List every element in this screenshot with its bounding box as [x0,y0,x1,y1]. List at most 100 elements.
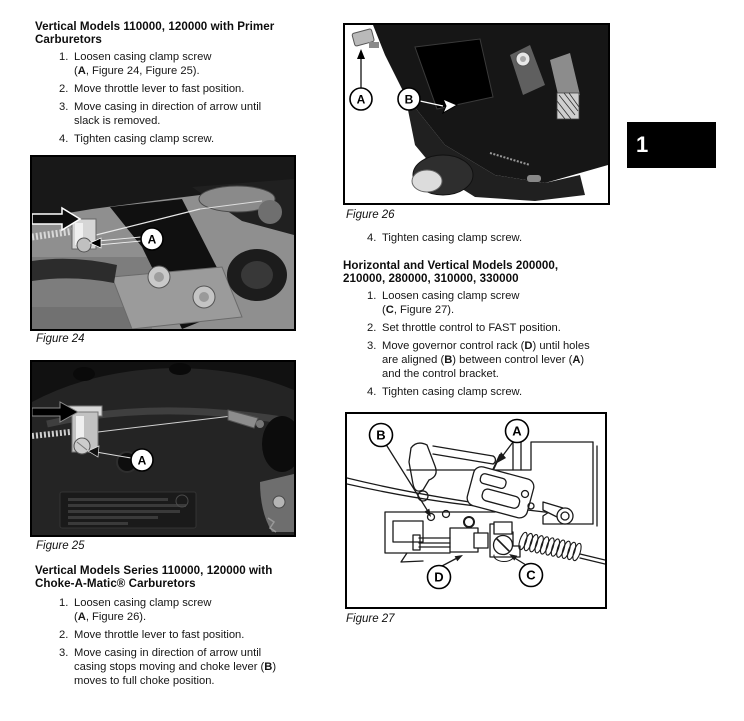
choke-lever-arrow-icon [441,98,459,115]
muffler-end [411,169,443,193]
list-item-number: 4. [367,232,377,244]
list-item-number: 3. [59,647,69,659]
figure-27-caption: Figure 27 [346,613,395,625]
list-item-text: Move casing in direction of arrow until … [74,101,262,127]
list-item-number: 2. [367,322,377,334]
anchor-nut [556,507,574,525]
instruction-list-horizontal-vertical: 1. Loosen casing clamp screw (C, Figure … [367,289,609,399]
list-item-number: 1. [367,290,377,302]
clamp-screw [351,28,375,47]
list-item: 1. Loosen casing clamp screw (A, Figure … [59,50,309,78]
list-item: 4. Tighten casing clamp screw. [59,132,309,146]
list-item-number: 1. [59,51,69,63]
list-item-text: Loosen casing clamp screw (A, Figure 24,… [74,51,212,77]
control-lever-pin [492,454,501,471]
list-item-text: Move throttle lever to fast position. [74,83,245,95]
instruction-list-primer: 1. Loosen casing clamp screw (A, Figure … [59,50,309,146]
list-item-text: Move governor control rack (D) until hol… [382,340,590,380]
figure-26-frame: A B [343,23,610,205]
callout-arrowhead [509,554,518,561]
page-number: 1 [636,132,649,157]
list-item-text: Tighten casing clamp screw. [382,386,523,398]
list-item-number: 4. [367,386,377,398]
callout-a-badge: A [349,87,373,111]
callout-arrowhead [87,445,100,458]
cable-spring-coil [518,531,582,562]
figure-26-caption: Figure 26 [346,209,395,221]
svg-text:B: B [405,93,414,107]
figure-27-frame: B A D C [345,412,607,609]
mesh-texture [556,92,580,120]
figure-25-frame: A [30,360,296,537]
callout-a-badge: A [130,448,154,472]
instruction-list-choke-a-matic: 1. Loosen casing clamp screw (A, Figure … [59,596,311,688]
clamp-screw [76,237,92,253]
list-item: 2. Move throttle lever to fast position. [59,82,309,96]
governor-control-rack [412,527,489,553]
figure-24-caption: Figure 24 [36,333,85,345]
alignment-hole [426,512,436,522]
callout-c-badge: C [518,562,544,588]
page-number-tab: 1 [627,122,716,168]
casing-clamp [489,521,521,562]
list-item: 4. Tighten casing clamp screw. [367,385,609,399]
cover-label [59,491,197,529]
list-item-number: 4. [59,133,69,145]
svg-text:C: C [526,568,536,583]
svg-text:A: A [357,93,366,107]
callout-a-badge: A [140,227,164,251]
direction-arrow-icon [32,401,80,423]
list-item: 3. Move casing in direction of arrow unt… [59,100,309,128]
alignment-hole [441,509,451,519]
list-item: 3. Move governor control rack (D) until … [367,339,609,381]
svg-text:A: A [512,424,522,439]
figure-27-diagram: B A D C [347,414,605,607]
svg-text:D: D [434,570,443,585]
svg-text:A: A [148,233,157,247]
svg-text:A: A [138,454,147,468]
callout-arrowhead [89,237,102,249]
figure-25-photo: A [32,362,294,535]
section-heading-horizontal-vertical-models: Horizontal and Vertical Models 200000, 2… [343,259,559,285]
svg-text:B: B [376,428,385,443]
list-item-number: 1. [59,597,69,609]
callout-arrowhead [357,49,365,59]
list-item-text: Set throttle control to FAST position. [382,322,561,334]
section-heading-primer-carburetors: Vertical Models 110000, 120000 with Prim… [35,20,275,46]
callout-b-badge: B [397,87,421,111]
intake-cavity [414,38,494,110]
instruction-continuation: 4. Tighten casing clamp screw. [367,231,607,245]
control-bracket [406,441,594,471]
callout-arrowhead [424,508,431,517]
list-item: 4. Tighten casing clamp screw. [367,231,607,245]
list-item-text: Move throttle lever to fast position. [74,629,245,641]
callout-a-badge: A [504,418,530,444]
list-item-number: 3. [367,340,377,352]
callout-b-badge: B [368,422,394,448]
figure-25-caption: Figure 25 [36,540,85,552]
control-lever [408,442,497,502]
list-item: 1. Loosen casing clamp screw (C, Figure … [367,289,609,317]
cable-casing [32,227,75,241]
list-item-text: Move casing in direction of arrow until … [74,647,277,687]
engine-cover [32,362,294,402]
section-heading-choke-a-matic: Vertical Models Series 110000, 120000 wi… [35,564,273,590]
list-item-text: Loosen casing clamp screw (C, Figure 27)… [382,290,520,316]
list-item-number: 2. [59,83,69,95]
direction-arrow-icon [32,206,82,232]
list-item: 3. Move casing in direction of arrow unt… [59,646,311,688]
callout-d-badge: D [426,564,452,590]
mounting-bracket [384,511,496,563]
blower-housing [32,157,294,219]
figure-24-frame: A [30,155,296,331]
list-item: 2. Set throttle control to FAST position… [367,321,609,335]
list-item-number: 2. [59,629,69,641]
figure-24-photo: A [32,157,294,329]
figure-26-photo: A B [345,25,608,203]
list-item-text: Tighten casing clamp screw. [382,232,523,244]
list-item: 2. Move throttle lever to fast position. [59,628,311,642]
list-item-number: 3. [59,101,69,113]
list-item: 1. Loosen casing clamp screw (A, Figure … [59,596,311,624]
list-item-text: Tighten casing clamp screw. [74,133,215,145]
